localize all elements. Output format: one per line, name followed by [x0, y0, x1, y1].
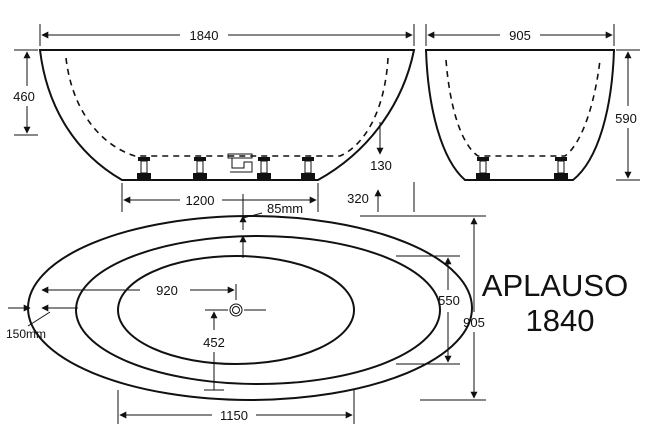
foot: [301, 157, 315, 179]
plan-drain-inner: [232, 306, 240, 314]
end-view-tub-outline: [424, 49, 616, 181]
side-view-tub-outline: [38, 49, 416, 181]
end-view: 905 590: [424, 24, 640, 181]
end-view-inner-basin: [445, 59, 601, 157]
dim-rim-top: 85mm: [267, 201, 303, 216]
plan-drain-outer: [229, 303, 243, 317]
plan-outer-rim: [27, 215, 473, 401]
dim-overall-length: 1840: [190, 28, 219, 43]
end-view-feet: [476, 157, 568, 179]
dim-base-length: 1200: [186, 193, 215, 208]
side-view-feet: [137, 157, 315, 179]
foot: [476, 157, 490, 179]
dim-inner-length: 1150: [220, 408, 248, 423]
model-size: 1840: [526, 303, 595, 338]
dim-drain-offset: 130: [370, 158, 392, 173]
dim-height: 460: [13, 89, 35, 104]
foot: [193, 157, 207, 179]
dim-end-height: 590: [615, 111, 637, 126]
model-title: APLAUSO 1840: [482, 268, 628, 338]
dim-drain-position: 452: [203, 335, 225, 350]
side-view-inner-basin: [65, 57, 389, 157]
plan-inner-basin: [117, 255, 355, 365]
plan-view: 85mm 150mm 920 452 1150 550 905: [6, 194, 486, 424]
drain-trap: [227, 153, 253, 173]
foot: [554, 157, 568, 179]
foot: [137, 157, 151, 179]
side-view: 1840 460 1200 130 320: [13, 24, 416, 212]
dim-drain-from-end: 320: [347, 191, 369, 206]
dim-overall-width: 905: [463, 315, 485, 330]
model-name: APLAUSO: [482, 268, 628, 303]
dim-end-width: 905: [509, 28, 531, 43]
dim-inner-width: 550: [438, 293, 460, 308]
dim-inner-half-length: 920: [156, 283, 178, 298]
plan-middle-rim: [75, 235, 441, 385]
foot: [257, 157, 271, 179]
dim-rim-side: 150mm: [6, 327, 46, 341]
